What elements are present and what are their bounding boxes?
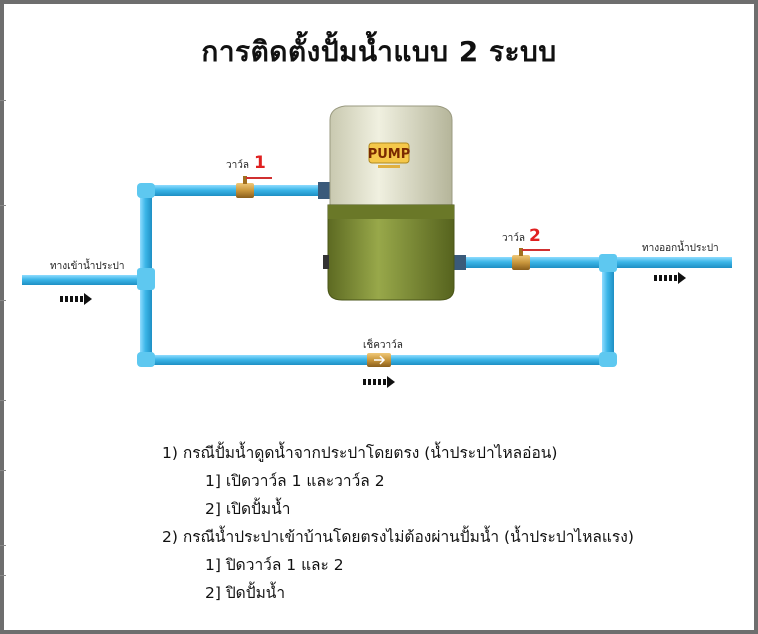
frame-tick xyxy=(0,470,6,471)
flow-arrow-icon xyxy=(60,293,92,305)
flow-arrow-icon xyxy=(654,272,686,284)
frame-tick xyxy=(0,100,6,101)
diagram-title: การติดตั้งปั้มน้ำแบบ 2 ระบบ xyxy=(201,35,557,68)
frame-tick xyxy=(0,575,6,576)
valve-2-label: วาว์ล xyxy=(502,232,525,244)
check-valve: เช็ควาว์ล xyxy=(363,337,403,367)
check-valve-label: เช็ควาว์ล xyxy=(363,337,403,351)
tee-fitting xyxy=(137,268,155,290)
instruction-step: 1] ปิดวาว์ล 1 และ 2 xyxy=(205,556,344,574)
pump-tank-bottom xyxy=(327,204,455,301)
outlet-label: ทางออกน้ำประปา xyxy=(642,240,719,254)
valve-1-label: วาว์ล xyxy=(226,159,249,171)
pump-label: PUMP xyxy=(368,147,411,162)
valve-1: วาว์ล 1 xyxy=(226,153,272,198)
valve-2: วาว์ล 2 xyxy=(502,226,550,270)
pump-inlet-connector xyxy=(318,182,332,199)
elbow-fitting xyxy=(137,183,155,198)
valve-2-body xyxy=(512,255,530,270)
instruction-step: 1] เปิดวาว์ล 1 และวาว์ล 2 xyxy=(205,472,385,490)
instruction-step: 2] ปิดปั้มน้ำ xyxy=(205,584,286,602)
pump-outlet-connector xyxy=(454,255,466,270)
pump: PUMP xyxy=(323,105,455,301)
outlet-pipe xyxy=(455,257,732,268)
check-valve-arrow-icon xyxy=(374,355,386,365)
pump-band xyxy=(328,205,454,219)
frame-tick xyxy=(0,400,6,401)
frame-tick xyxy=(0,545,6,546)
pump-label-stripe xyxy=(378,165,400,168)
valve-1-body xyxy=(236,183,254,198)
inlet-label: ทางเข้าน้ำประปา xyxy=(50,258,124,272)
valve-2-number: 2 xyxy=(529,226,541,246)
tee-fitting xyxy=(599,254,617,272)
flow-arrow-icon xyxy=(363,376,395,388)
elbow-fitting xyxy=(137,352,155,367)
instruction-case-2: 2) กรณีน้ำประปาเข้าบ้านโดยตรงไม่ต้องผ่าน… xyxy=(162,528,634,546)
pump-drain xyxy=(323,255,329,269)
instruction-case-1: 1) กรณีปั้มน้ำดูดน้ำจากประปาโดยตรง (น้ำป… xyxy=(162,444,558,462)
elbow-fitting xyxy=(599,352,617,367)
right-riser-pipe xyxy=(602,262,614,365)
pump-label-plate xyxy=(368,142,410,164)
frame-tick xyxy=(0,205,6,206)
inlet-pipe xyxy=(22,275,152,285)
frame-tick xyxy=(0,300,6,301)
instruction-step: 2] เปิดปั้มน้ำ xyxy=(205,500,291,518)
valve-1-number: 1 xyxy=(254,153,266,173)
